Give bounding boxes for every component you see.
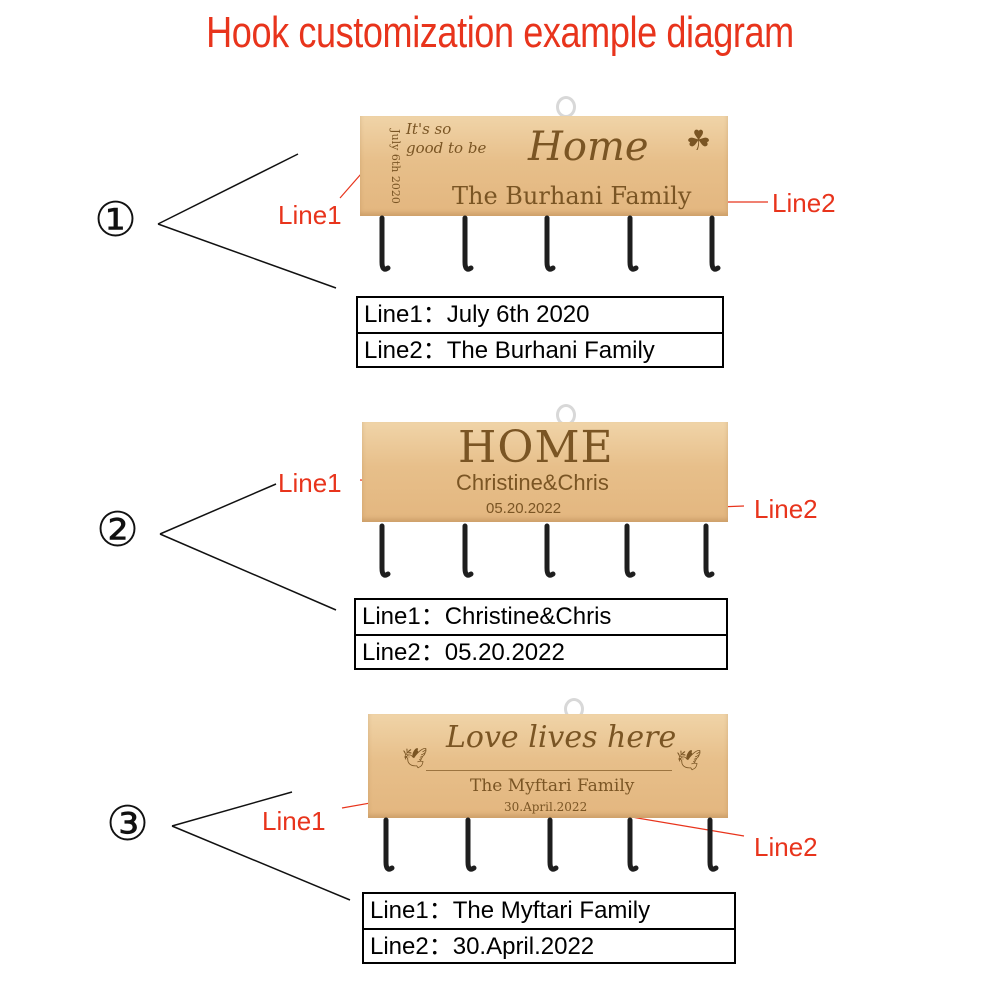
hook-icon (627, 817, 639, 872)
dove-icon: 🕊 (676, 748, 702, 772)
hook-icon (462, 215, 474, 272)
board-divider (426, 770, 672, 771)
board-family-name: The Myftari Family (470, 776, 635, 796)
hook-icon (379, 523, 391, 578)
spec-row-line1: Line1：July 6th 2020 (364, 301, 590, 328)
bracket-line (157, 223, 337, 289)
board-script-main: Home (528, 124, 649, 170)
hook-icon (547, 817, 559, 872)
bracket-line (171, 791, 293, 827)
wood-board-2: HOME Christine&Chris 05.20.2022 (362, 422, 728, 522)
page-title: Hook customization example diagram (206, 8, 794, 57)
board-date: 05.20.2022 (486, 500, 562, 517)
bracket-line (171, 825, 351, 901)
spec-table-1: Line1：July 6th 2020 Line2：The Burhani Fa… (356, 296, 724, 368)
example-number-3: ③ (106, 796, 150, 852)
bracket-line (157, 153, 299, 225)
spec-row-line1: Line1：Christine&Chris (362, 603, 612, 630)
callout-label-line2: Line2 (772, 188, 836, 218)
board-family-name: The Burhani Family (452, 182, 692, 210)
hook-icon (462, 523, 474, 578)
callout-label-line1: Line1 (278, 200, 342, 230)
dove-icon: 🕊 (402, 746, 428, 770)
spec-row-line1: Line1：The Myftari Family (370, 897, 651, 924)
hook-icon (544, 215, 556, 272)
board-big-title: HOME (458, 422, 614, 473)
spec-row-line2: Line2：05.20.2022 (356, 634, 726, 668)
wood-board-1: July 6th 2020 It's so good to be Home Th… (360, 116, 728, 216)
board-script: Love lives here (446, 720, 677, 755)
hook-icon (379, 215, 391, 272)
example-number-2: ② (96, 502, 140, 558)
hook-icon (383, 817, 395, 872)
wood-board-3: Love lives here 🕊 🕊 The Myftari Family 3… (368, 714, 728, 818)
spec-row-line2: Line2：The Burhani Family (358, 332, 722, 366)
clover-icon: ☘ (686, 124, 712, 157)
bracket-line (159, 533, 337, 611)
board-date: 30.April.2022 (504, 800, 588, 814)
board-script-lead: It's so good to be (406, 120, 487, 157)
callout-label-line1: Line1 (262, 806, 326, 836)
spec-table-2: Line1：Christine&Chris Line2：05.20.2022 (354, 598, 728, 670)
callout-label-line2: Line2 (754, 494, 818, 524)
spec-row-line2: Line2：30.April.2022 (364, 928, 734, 962)
hook-icon (624, 523, 636, 578)
board-names: Christine&Chris (456, 470, 609, 495)
hook-icon (707, 817, 719, 872)
hook-icon (544, 523, 556, 578)
callout-label-line1: Line1 (278, 468, 342, 498)
bracket-line (159, 483, 277, 535)
hook-icon (709, 215, 721, 272)
spec-table-3: Line1：The Myftari Family Line2：30.April.… (362, 892, 736, 964)
example-number-1: ① (94, 192, 138, 248)
hook-icon (703, 523, 715, 578)
hook-icon (627, 215, 639, 272)
hook-icon (465, 817, 477, 872)
callout-label-line2: Line2 (754, 832, 818, 862)
